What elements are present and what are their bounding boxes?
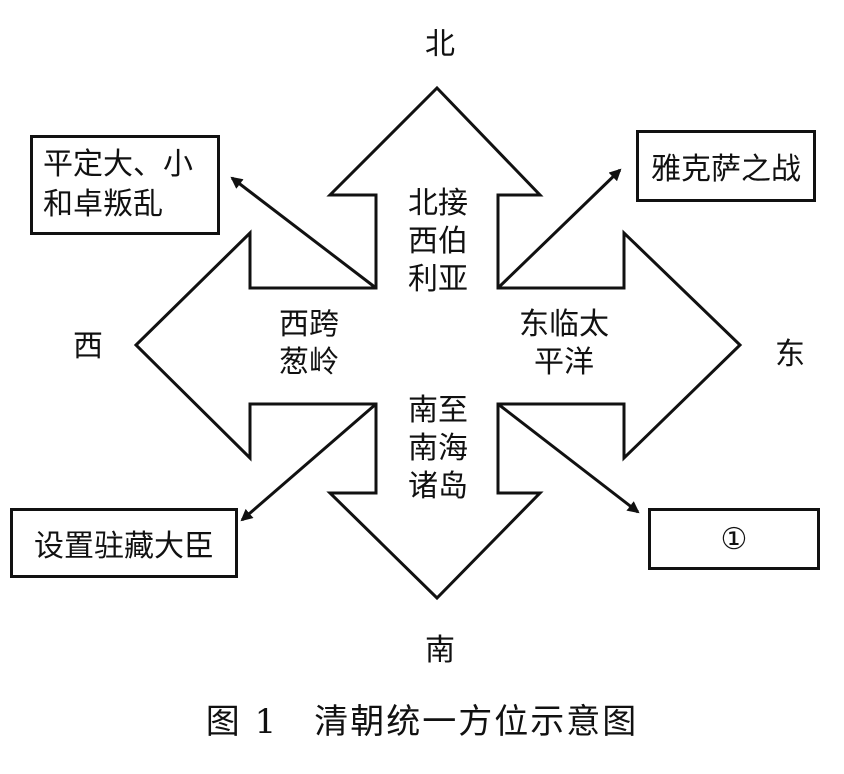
bottom-left-event-box: 设置驻藏大臣	[10, 508, 238, 578]
bottom-right-blank-box: ①	[648, 508, 820, 570]
arrow-to-top-left-box	[230, 176, 377, 290]
top-left-event-text: 平定大、小和卓叛乱	[43, 147, 193, 222]
figure-caption: 图 1 清朝统一方位示意图	[205, 702, 639, 742]
top-right-event-text: 雅克萨之战	[651, 152, 801, 187]
direction-north-label: 北	[425, 27, 455, 62]
top-left-event-box: 平定大、小和卓叛乱	[30, 135, 220, 235]
direction-south-label: 南	[425, 633, 455, 668]
arrow-to-bottom-right-box	[497, 402, 640, 514]
bottom-right-blank-marker: ①	[720, 521, 748, 557]
bottom-left-event-text: 设置驻藏大臣	[34, 529, 214, 564]
arrow-to-bottom-left-box	[240, 402, 377, 522]
north-arm-text: 北接西伯利亚	[408, 186, 468, 297]
east-arm-text: 东临太平洋	[519, 307, 609, 380]
direction-west-label: 西	[73, 329, 103, 364]
south-arm-text: 南至南海诸岛	[408, 393, 468, 504]
four-way-arrow-outline	[133, 85, 743, 601]
top-right-event-box: 雅克萨之战	[636, 130, 816, 202]
direction-east-label: 东	[775, 337, 805, 372]
arrow-to-top-right-box	[496, 168, 622, 290]
west-arm-text: 西跨葱岭	[279, 307, 339, 380]
